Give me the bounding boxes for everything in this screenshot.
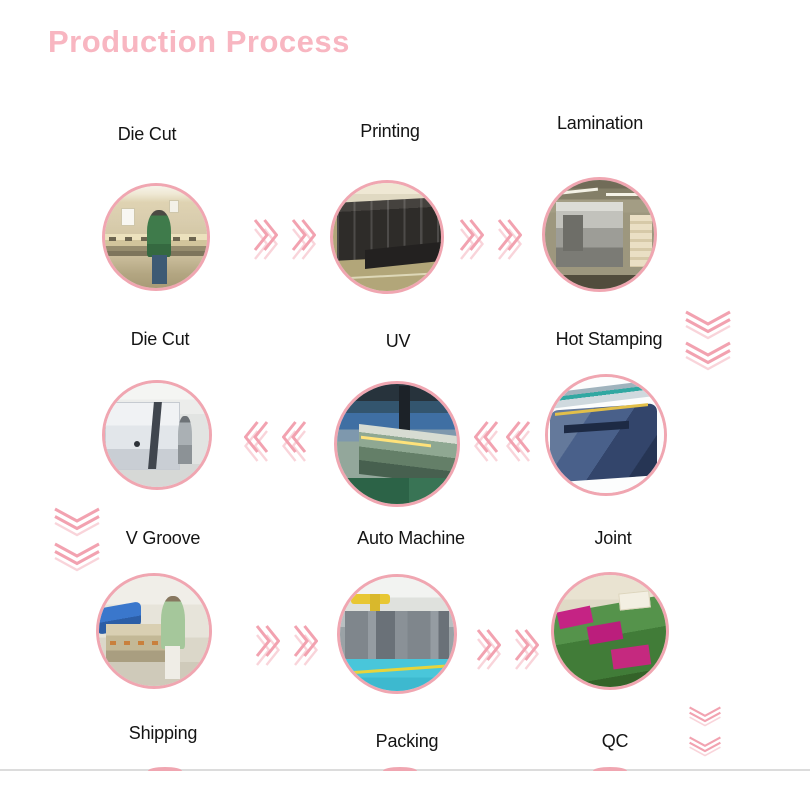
flow-right-chevron-icon bbox=[459, 218, 484, 261]
flow-down-chevron-icon bbox=[688, 706, 722, 727]
floor-line-shape bbox=[340, 664, 454, 676]
photo-printing-press bbox=[333, 183, 441, 291]
photo-cutting-workshop bbox=[105, 186, 207, 288]
stage-label-qc: QC bbox=[601, 731, 629, 751]
photo-hot-stamping-machine bbox=[548, 377, 664, 493]
stage-photo-lamination bbox=[542, 177, 657, 292]
stage-label-printing: Printing bbox=[360, 121, 420, 141]
flow-right-chevron-icon bbox=[291, 218, 316, 261]
flow-down-chevron-icon bbox=[53, 542, 101, 572]
laminator-body-shape bbox=[555, 201, 624, 268]
stage-label-shipping: Shipping bbox=[128, 723, 198, 743]
stage-label-die-cut-1: Die Cut bbox=[117, 124, 177, 144]
stage-label-lamination: Lamination bbox=[556, 113, 644, 133]
photo-v-groove-machine bbox=[99, 576, 209, 686]
flow-down-chevron-icon bbox=[688, 736, 722, 757]
yellow-arm-shape bbox=[369, 594, 380, 625]
flow-down-chevron-icon bbox=[684, 310, 732, 340]
flow-left-chevron-icon bbox=[244, 420, 269, 463]
next-row-circle-top bbox=[593, 767, 627, 771]
operator-shape bbox=[177, 416, 193, 465]
flow-right-chevron-icon bbox=[476, 628, 501, 671]
stage-label-v-groove: V Groove bbox=[125, 528, 201, 548]
stage-photo-die-cut-1 bbox=[102, 183, 210, 291]
photo-uv-machine bbox=[337, 384, 457, 504]
stage-photo-auto-machine bbox=[337, 574, 457, 694]
photo-auto-machine-hall bbox=[340, 577, 454, 691]
flow-left-chevron-icon bbox=[474, 420, 499, 463]
flow-right-chevron-icon bbox=[497, 218, 522, 261]
stage-photo-die-cut-2 bbox=[102, 380, 212, 490]
stage-label-joint: Joint bbox=[594, 528, 632, 548]
stage-label-die-cut-2: Die Cut bbox=[130, 329, 190, 349]
paper-stack-shape bbox=[630, 214, 652, 268]
stage-photo-uv bbox=[334, 381, 460, 507]
floor-line-shape bbox=[333, 271, 441, 280]
stage-label-packing: Packing bbox=[375, 731, 439, 751]
machine-body-shape bbox=[105, 401, 180, 471]
flow-right-chevron-icon bbox=[253, 218, 278, 261]
page-title: Production Process bbox=[48, 24, 350, 59]
flow-right-chevron-icon bbox=[514, 628, 539, 671]
stage-photo-printing bbox=[330, 180, 444, 294]
operator-legs-shape bbox=[165, 646, 181, 680]
photo-die-cutting-machine bbox=[105, 383, 209, 487]
operator-legs-shape bbox=[151, 255, 168, 284]
floor-shape bbox=[545, 274, 654, 289]
white-box-shape bbox=[618, 590, 651, 610]
flow-right-chevron-icon bbox=[255, 624, 280, 667]
next-row-circle-top bbox=[148, 767, 182, 771]
photo-lamination-machine bbox=[545, 180, 654, 289]
ceiling-light-shape bbox=[606, 193, 641, 197]
flow-right-chevron-icon bbox=[293, 624, 318, 667]
machines-row-shape bbox=[344, 611, 450, 660]
stage-label-hot-stamping: Hot Stamping bbox=[555, 329, 663, 349]
photo-conveyor-boxes bbox=[554, 575, 666, 687]
flow-left-chevron-icon bbox=[282, 420, 307, 463]
wall-paper-shape bbox=[169, 200, 180, 214]
stage-photo-v-groove bbox=[96, 573, 212, 689]
next-row-circle-top bbox=[383, 767, 417, 771]
stage-photo-joint bbox=[551, 572, 669, 690]
machine-column-shape bbox=[399, 386, 411, 432]
stage-photo-hot-stamping bbox=[545, 374, 667, 496]
conveyor-bed-shape bbox=[337, 477, 457, 504]
machine-body-shape bbox=[550, 403, 658, 483]
stage-label-auto-machine: Auto Machine bbox=[357, 528, 465, 548]
ceiling-light-shape bbox=[553, 187, 598, 196]
wall-paper-shape bbox=[121, 208, 135, 226]
stage-label-uv: UV bbox=[385, 331, 411, 351]
machine-knob-shape bbox=[134, 441, 141, 448]
flow-down-chevron-icon bbox=[53, 507, 101, 537]
operator-shape bbox=[146, 210, 172, 258]
operator-shape bbox=[160, 595, 185, 649]
flow-down-chevron-icon bbox=[684, 341, 732, 371]
flow-left-chevron-icon bbox=[506, 420, 531, 463]
